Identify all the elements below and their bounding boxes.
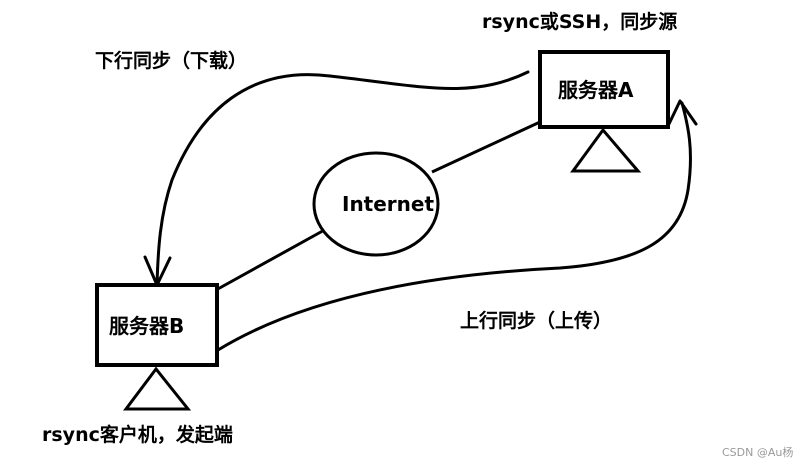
download-arrowhead-icon [143,255,172,287]
server-a-box [538,50,670,129]
upload-arrowhead-icon [666,99,698,128]
download-flow-arrow [155,70,530,287]
server-b-stand [123,366,192,411]
server-a-stand [570,127,642,173]
internet-label: Internet [342,192,435,216]
download-flow-label: 下行同步（下载） [95,50,248,72]
server-b-label: 服务器B [109,314,185,338]
internet-ellipse [312,151,440,257]
server-b-box [95,283,219,367]
upload-flow-arrow [216,101,692,352]
watermark-text: CSDN @Au杨 [722,446,794,459]
server-b-annotation: rsync客户机，发起端 [42,424,233,446]
link-b-internet [215,226,329,292]
upload-flow-label: 上行同步（上传） [460,310,613,332]
link-a-internet [431,120,541,174]
server-a-label: 服务器A [558,78,634,102]
server-a-annotation: rsync或SSH，同步源 [482,11,678,33]
